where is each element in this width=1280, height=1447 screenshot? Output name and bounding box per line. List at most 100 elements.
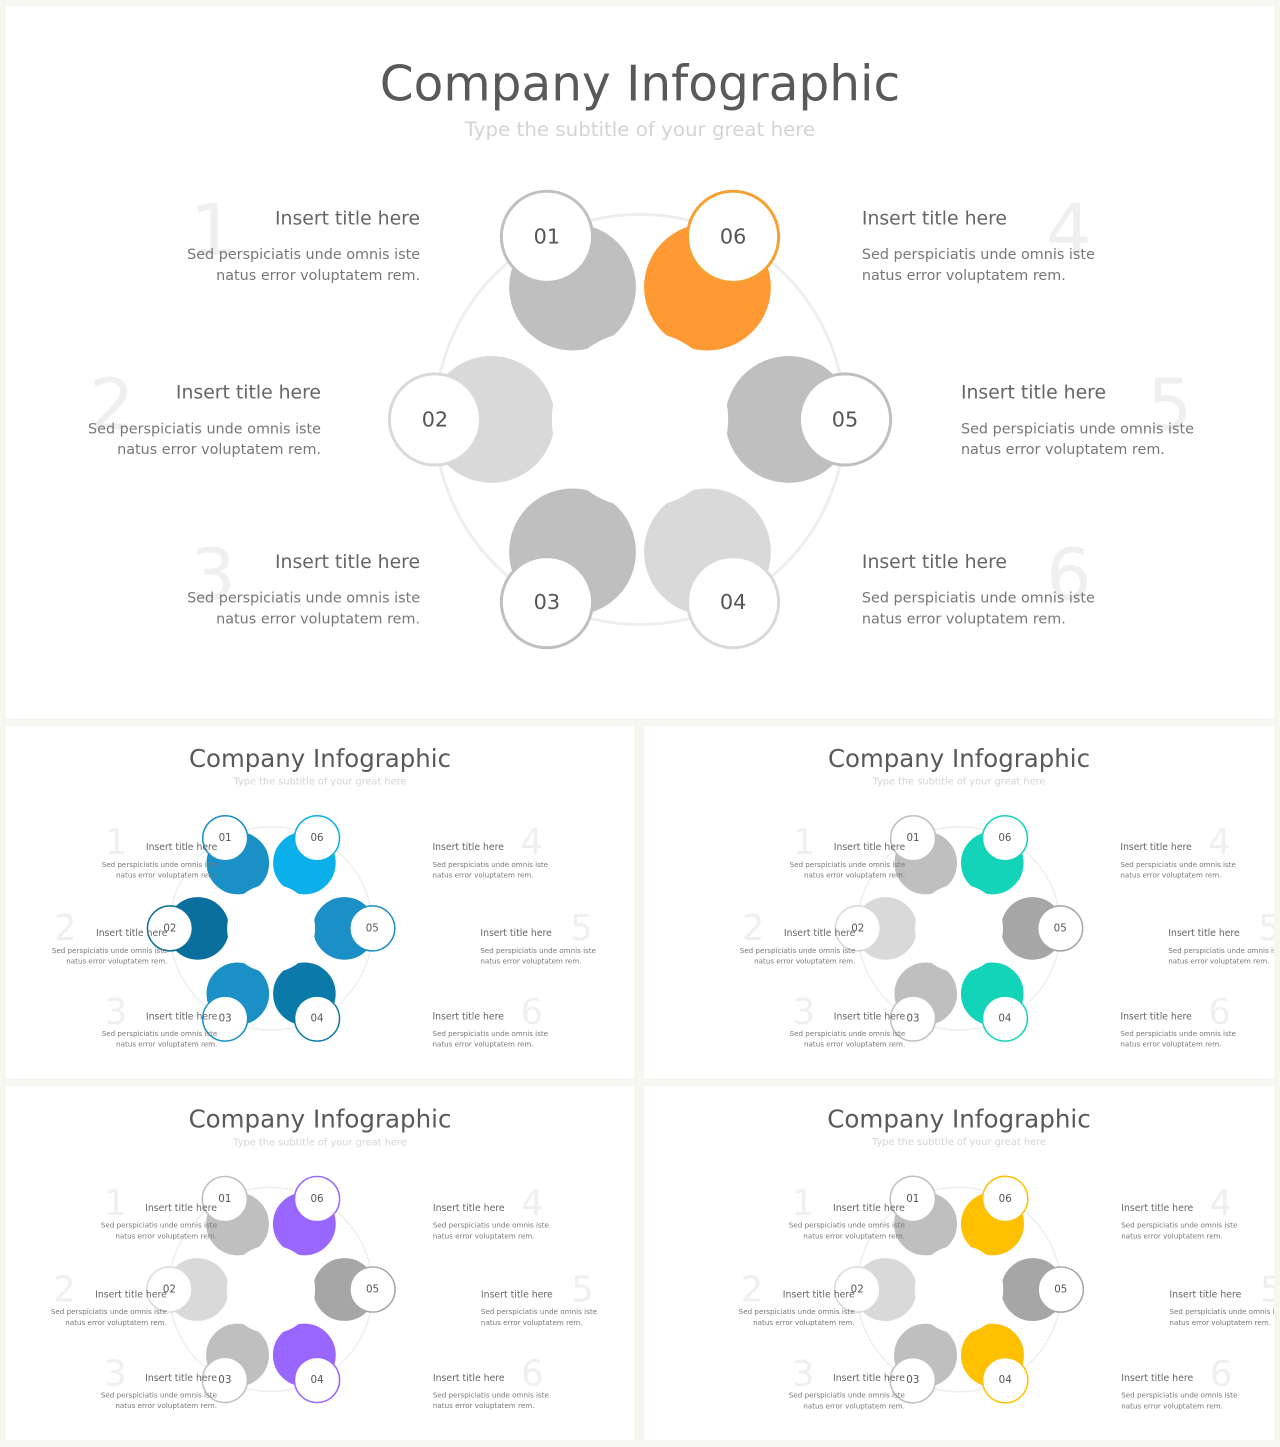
page-title: Company Infographic [189, 1105, 452, 1134]
node-label-05: 05 [366, 1283, 379, 1295]
node-label-03: 03 [534, 590, 560, 614]
item-number: 3 [104, 1354, 126, 1395]
item-desc-line: Sed perspiciatis unde omnis iste [1121, 1391, 1238, 1400]
node-circle-05 [349, 1266, 396, 1313]
center-circle [551, 331, 729, 508]
item-title: Insert title here [784, 928, 856, 939]
node-circle-06 [293, 1175, 341, 1223]
item-number: 2 [54, 908, 76, 949]
item-desc-line: Sed perspiciatis unde omnis iste [789, 1391, 906, 1400]
item-number: 2 [741, 1269, 764, 1310]
node-label-06: 06 [999, 1193, 1012, 1205]
item-title: Insert title here [1121, 1203, 1193, 1214]
node-label-04: 04 [310, 1374, 323, 1386]
item-title: Insert title here [145, 1203, 217, 1214]
item-desc-line: Sed perspiciatis unde omnis iste [51, 1307, 168, 1316]
item-desc-line: Sed perspiciatis unde omnis iste [961, 421, 1194, 437]
node-label-04: 04 [311, 1013, 324, 1025]
item-number: 1 [104, 1183, 126, 1224]
item-title: Insert title here [433, 1203, 505, 1214]
item-number: 6 [521, 1354, 543, 1395]
node-circle-05 [1036, 905, 1084, 952]
item-desc-line: Sed perspiciatis unde omnis iste [1120, 1029, 1236, 1038]
item-title: Insert title here [961, 383, 1106, 404]
node-label-01: 01 [906, 1193, 919, 1205]
page-subtitle: Type the subtitle of your great here [464, 118, 815, 141]
node-circle-02 [387, 372, 482, 467]
node-circle-06 [686, 189, 781, 284]
item-title: Insert title here [275, 552, 420, 573]
node-circle-04 [981, 995, 1029, 1042]
node-label-05: 05 [832, 407, 858, 431]
node-label-02: 02 [163, 922, 176, 934]
node-label-02: 02 [163, 1283, 176, 1295]
node-label-04: 04 [998, 1013, 1011, 1025]
node-label-02: 02 [422, 407, 448, 431]
item-title: Insert title here [146, 842, 218, 853]
node-label-01: 01 [907, 832, 920, 844]
node-circle-01 [201, 1175, 249, 1223]
item-desc-line: natus error voluptatem rem. [117, 442, 321, 458]
item-desc-line: natus error voluptatem rem. [432, 1040, 533, 1049]
item-number: 4 [1208, 822, 1230, 863]
item-desc-line: natus error voluptatem rem. [65, 1318, 167, 1327]
item-desc-line: natus error voluptatem rem. [1120, 1040, 1221, 1049]
node-label-05: 05 [366, 922, 379, 934]
item-desc-line: Sed perspiciatis unde omnis iste [102, 1029, 218, 1038]
item-title: Insert title here [783, 1289, 855, 1300]
item-desc-line: Sed perspiciatis unde omnis iste [862, 591, 1095, 607]
item-number: 3 [105, 992, 127, 1033]
item-desc-line: natus error voluptatem rem. [433, 1401, 535, 1410]
item-number: 5 [1260, 1269, 1274, 1310]
page-title: Company Infographic [828, 744, 1090, 773]
node-circle-03 [201, 1356, 249, 1404]
node-label-06: 06 [311, 832, 324, 844]
center-circle [226, 1245, 316, 1334]
node-label-06: 06 [998, 832, 1011, 844]
item-desc-line: Sed perspiciatis unde omnis iste [480, 946, 596, 955]
page-title: Company Infographic [380, 56, 900, 112]
node-circle-04 [981, 1356, 1029, 1404]
item-number: 4 [521, 1183, 543, 1224]
item-number: 3 [190, 534, 235, 617]
node-circle-02 [833, 1266, 881, 1313]
item-title: Insert title here [833, 1373, 905, 1384]
item-desc-line: natus error voluptatem rem. [1168, 957, 1269, 966]
item-desc-line: natus error voluptatem rem. [1121, 1231, 1223, 1240]
node-circle-01 [201, 815, 249, 862]
node-circle-03 [499, 555, 594, 650]
item-desc-line: Sed perspiciatis unde omnis iste [789, 1221, 906, 1230]
item-desc-line: natus error voluptatem rem. [115, 1231, 217, 1240]
page-subtitle: Type the subtitle of your great here [232, 1137, 406, 1148]
item-number: 1 [793, 822, 815, 863]
item-desc-line: natus error voluptatem rem. [803, 1402, 905, 1411]
slide-purple-canvas: Company Infographic Type the subtitle of… [51, 1105, 598, 1411]
node-circle-02 [146, 905, 194, 952]
item-desc-line: Sed perspiciatis unde omnis iste [187, 591, 420, 607]
item-number: 1 [190, 189, 235, 272]
item-desc-line: natus error voluptatem rem. [862, 612, 1066, 628]
item-title: Insert title here [1168, 928, 1240, 939]
node-circle-03 [889, 995, 937, 1042]
node-label-01: 01 [218, 1193, 231, 1205]
node-circle-02 [834, 905, 882, 952]
item-desc-line: natus error voluptatem rem. [216, 612, 420, 628]
item-number: 4 [520, 822, 542, 863]
center-circle [914, 1245, 1004, 1334]
item-desc-line: natus error voluptatem rem. [1121, 1402, 1223, 1411]
node-label-06: 06 [720, 225, 746, 249]
node-label-03: 03 [906, 1374, 919, 1386]
item-desc-line: natus error voluptatem rem. [862, 268, 1066, 284]
slide-teal: Company Infographic Type the subtitle of… [644, 726, 1274, 1078]
item-desc-line: Sed perspiciatis unde omnis iste [1169, 1307, 1274, 1316]
slide-main: Company Infographic Type the subtitle of… [6, 6, 1274, 718]
item-number: 5 [1258, 908, 1274, 949]
item-desc-line: natus error voluptatem rem. [115, 1401, 217, 1410]
